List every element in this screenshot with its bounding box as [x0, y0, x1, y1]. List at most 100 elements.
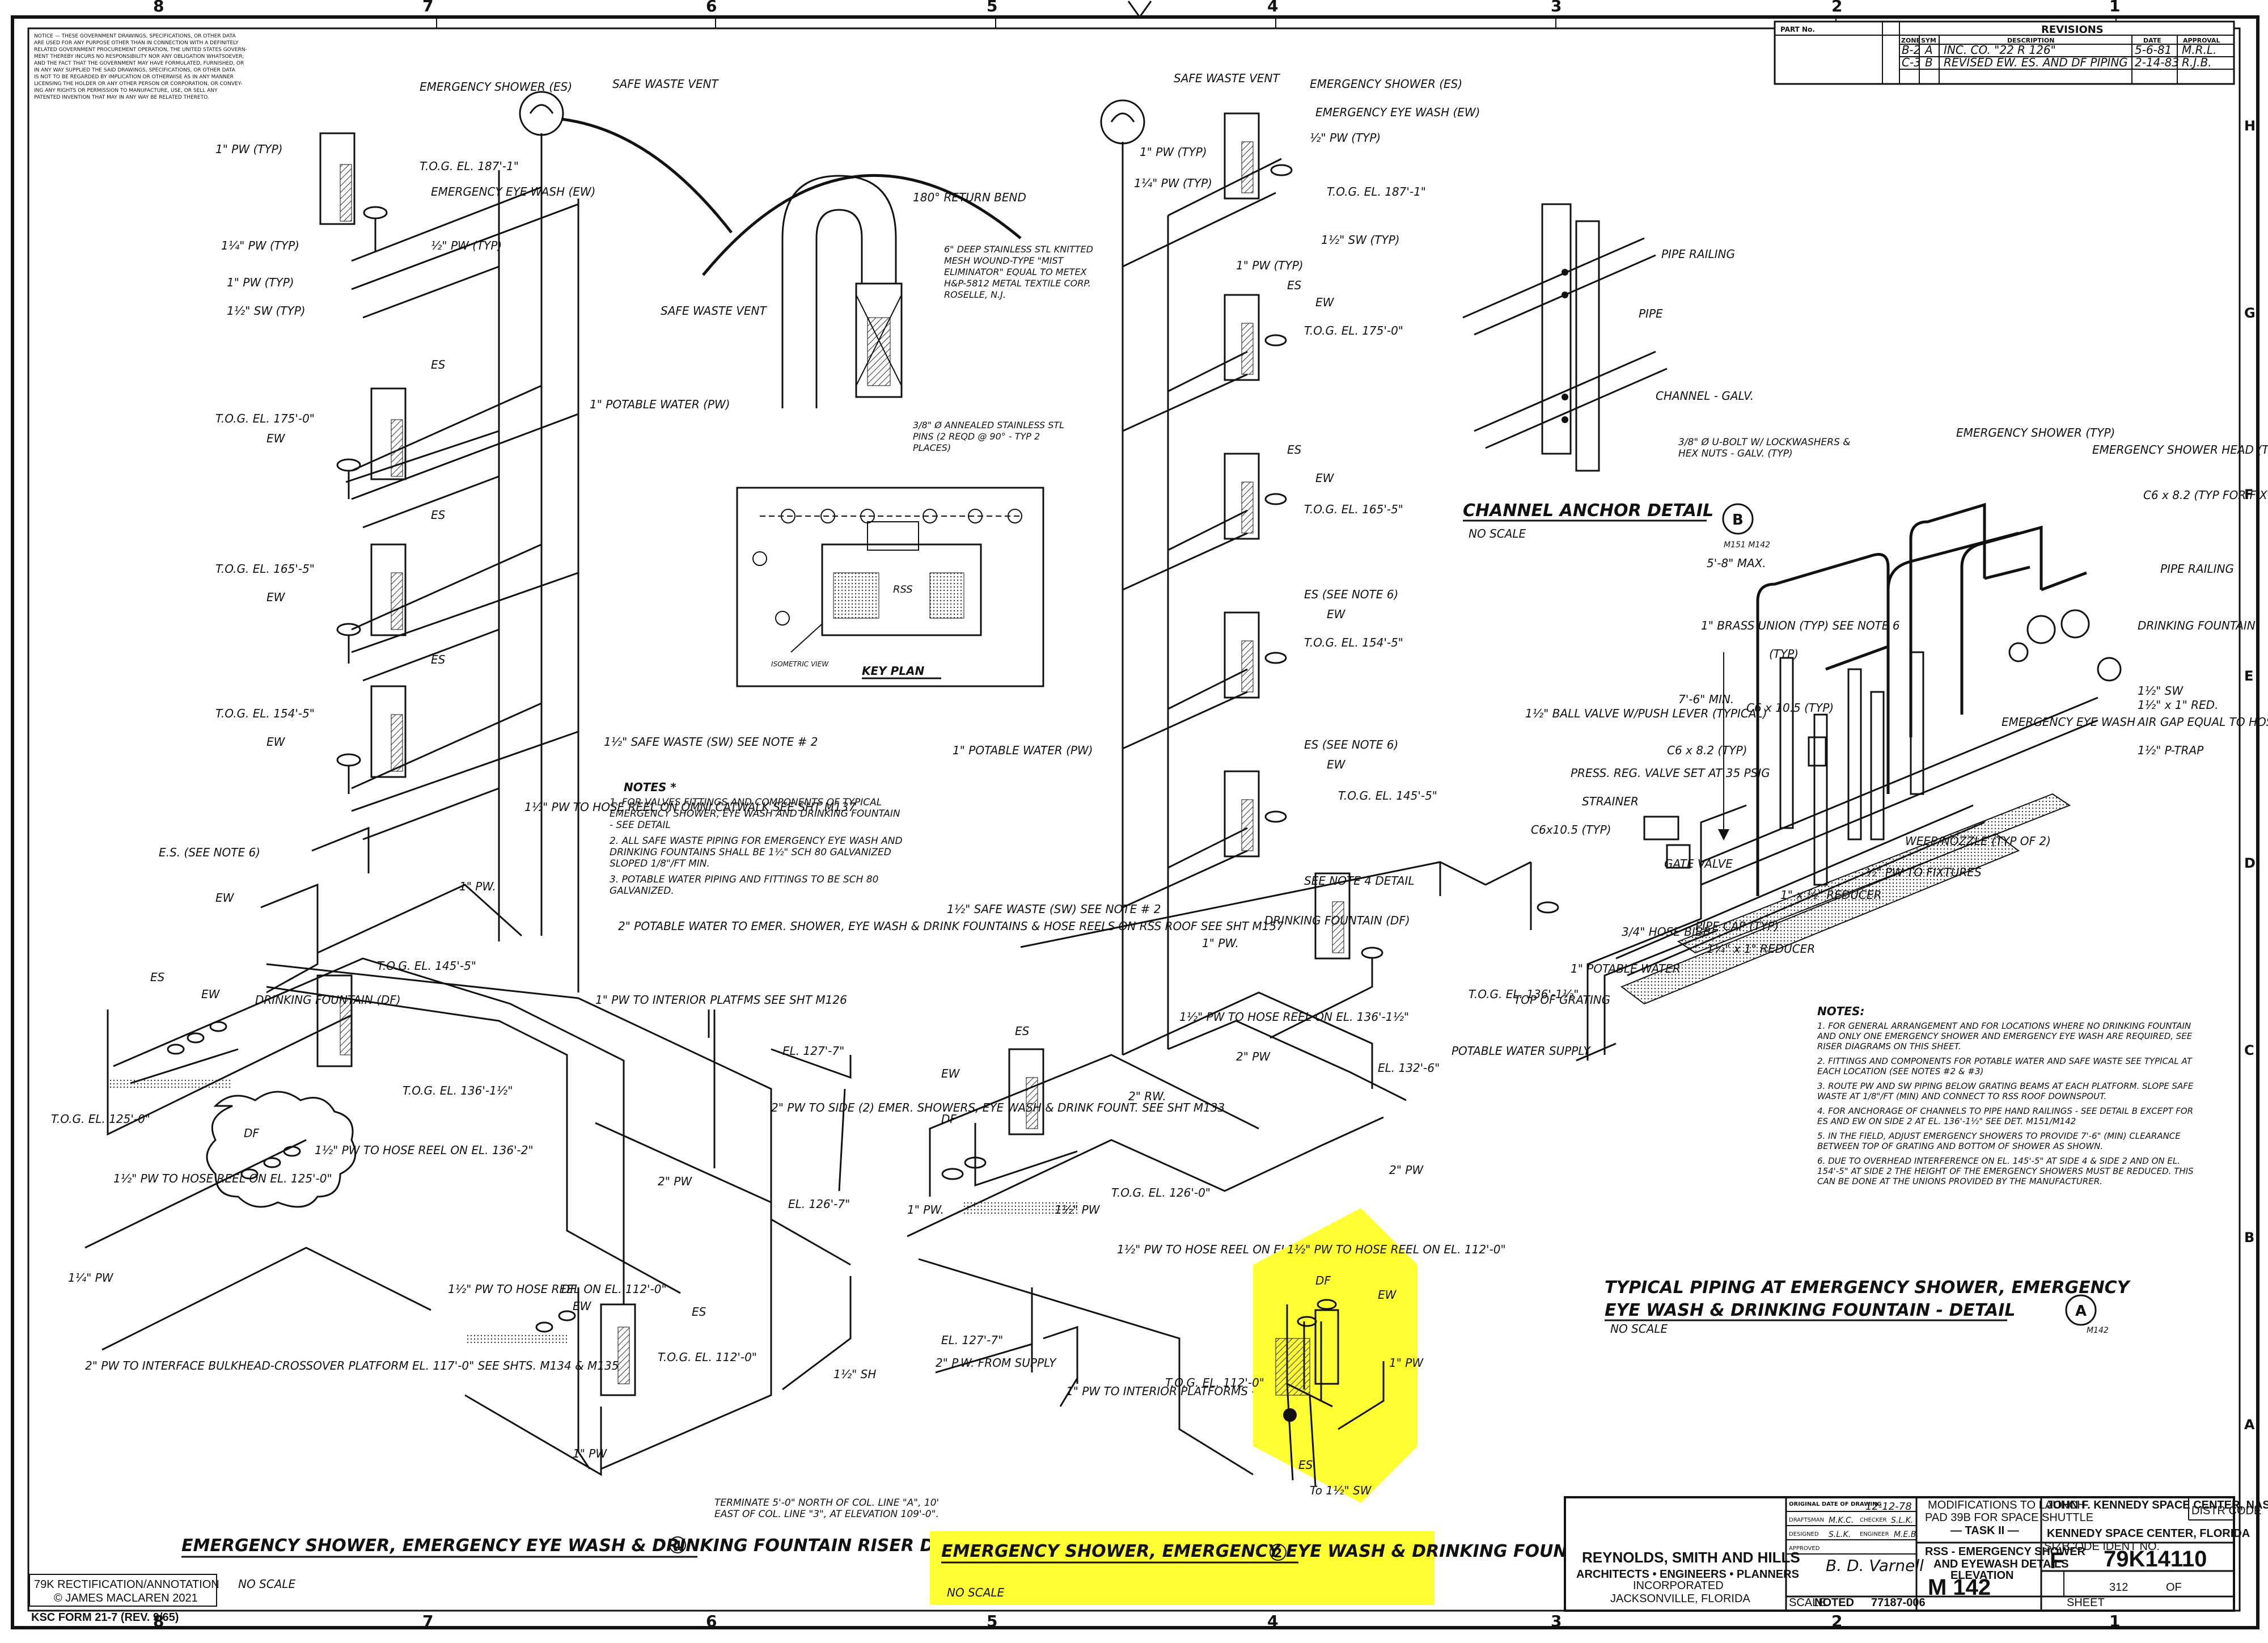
label-ptrap: 1½" P-TRAP: [2138, 744, 2204, 757]
label-sw-112: 1½" SW (TYP): [227, 304, 306, 318]
rev-row-desc: INC. CO. "22 R 126": [1944, 43, 2056, 57]
fixture-group: [319, 132, 388, 252]
label-tog-175: T.O.G. EL. 175'-0": [1304, 324, 1403, 337]
annotation-box: 79K RECTIFICATION/ANNOTATION © JAMES MAC…: [29, 1574, 219, 1607]
label-pw-half: ½" PW (TYP): [1310, 131, 1381, 145]
grid-bottom-4: 4: [1267, 1612, 1278, 1631]
grid-top: 8 7 6 5 4 3 2 1: [153, 0, 2120, 28]
label-tog-136: T.O.G. EL. 136'-1½": [1469, 987, 1579, 1001]
label-pw-114: 1¼" PW (TYP): [1134, 176, 1212, 190]
label-c6: C6 x 8.2 (TYP): [1667, 744, 1747, 757]
rev-row-date: 2-14-83: [2135, 56, 2179, 69]
label-tog-165: T.O.G. EL. 165'-5": [1304, 502, 1403, 516]
label-el-127: EL. 127'-7": [941, 1333, 1003, 1347]
tb-of-label: OF: [2166, 1581, 2182, 1594]
typical-title-1: TYPICAL PIPING AT EMERGENCY SHOWER, EMER…: [1605, 1278, 2131, 1298]
revisions-title: REVISIONS: [2041, 24, 2104, 36]
tb-original-date-label: ORIGINAL DATE OF DRAWING: [1789, 1501, 1882, 1507]
rev-header-zone: ZONE: [1901, 37, 1920, 44]
rev-row-sym: A: [1924, 43, 1933, 57]
label-tog-136: T.O.G. EL. 136'-1½": [403, 1084, 513, 1097]
label-reducer2: 1¼" x 1" REDUCER: [1707, 942, 1815, 956]
label-sw-112: 1½" SW (TYP): [1321, 233, 1400, 247]
tb-project-line1: MODIFICATIONS TO LAUNCH: [1928, 1499, 2085, 1511]
label-c6c: C6x10.5 (TYP): [1531, 823, 1611, 837]
tb-sheet-code: M 142: [1928, 1575, 1991, 1600]
label-df: DF: [244, 1126, 259, 1140]
label-weep: WEEP/NOZZLE (TYP OF 2): [1905, 834, 2051, 848]
grid-bottom: 8 7 6 5 4 3 2 1: [153, 1612, 2120, 1631]
label-pw-typ: 1" PW (TYP): [1140, 145, 1207, 159]
label-red: 1½" x 1" RED.: [2138, 698, 2218, 712]
form-number: KSC FORM 21-7 (REV. 9/65): [31, 1611, 179, 1624]
label-ubolt: 3/8" Ø U-BOLT W/ LOCKWASHERS & HEX NUTS …: [1678, 437, 1851, 459]
label-es: ES: [431, 358, 446, 371]
side4-title: EMERGENCY SHOWER, EMERGENCY EYE WASH & D…: [181, 1536, 1074, 1556]
label-pw-fixtures: ½" PW TO FIXTURES: [1865, 865, 1982, 879]
channel-scale: NO SCALE: [1469, 527, 1526, 540]
grid-top-6: 6: [706, 0, 717, 15]
label-es-typ: EMERGENCY SHOWER (TYP): [1956, 426, 2115, 440]
label-ball: 1½" BALL VALVE W/PUSH LEVER (TYPICAL): [1525, 707, 1767, 720]
typical-ref-sheet: M142: [2087, 1326, 2109, 1335]
label-ew: EW: [1315, 295, 1335, 309]
grid-bottom-3: 3: [1551, 1612, 1562, 1631]
label-el-127: EL. 127'-7": [782, 1044, 844, 1058]
label-ew: EW: [266, 590, 286, 604]
label-df: DF: [561, 1282, 577, 1296]
label-pw-typ2: 1" PW (TYP): [227, 276, 294, 289]
notice-line: IN ANY WAY SUPPLIED THE SAID DRAWINGS, S…: [34, 67, 236, 73]
label-ew: EW: [1315, 471, 1335, 485]
tb-project-line2: PAD 39B FOR SPACE SHUTTLE: [1925, 1511, 2093, 1524]
label-es: ES: [1287, 278, 1302, 292]
notes-right-heading: NOTES:: [1817, 1004, 1864, 1018]
label-hose-bibb: 3/4" HOSE BIBB: [1622, 925, 1711, 939]
tb-engineer-label: ENGINEER: [1860, 1531, 1889, 1538]
grid-top-2: 2: [1831, 0, 1842, 15]
grid-top-7: 7: [422, 0, 433, 15]
label-pipe-railing: PIPE RAILING: [1661, 247, 1735, 261]
revision-block: PART No. REVISIONS ZONE SYM DESCRIPTION …: [1774, 20, 2235, 85]
label-channel-galv: CHANNEL - GALV.: [1656, 389, 1754, 403]
note-item: 2. FITTINGS AND COMPONENTS FOR POTABLE W…: [1817, 1056, 2192, 1076]
label-ew: EW: [266, 432, 286, 445]
label-hl-pw: 1" PW: [1389, 1356, 1424, 1370]
key-plan: RSS ISOMETRIC VIEW KEY PLAN: [736, 487, 1044, 687]
notice-line: IS NOT TO BE REGARDED BY IMPLICATION OR …: [34, 74, 234, 80]
label-hl-tog: T.O.G. EL. 112'-0": [1165, 1376, 1264, 1389]
notes-heading: NOTES *: [624, 780, 676, 794]
note-item: 2. ALL SAFE WASTE PIPING FOR EMERGENCY E…: [610, 835, 903, 869]
label-return-bend: 180° RETURN BEND: [913, 191, 1026, 204]
label-pw-1b: 1" PW: [573, 1447, 607, 1460]
label-emergency-eye-wash: EMERGENCY EYE WASH (EW): [431, 185, 595, 198]
key-plan-view: ISOMETRIC VIEW: [771, 660, 829, 668]
grid-right-f: F: [2244, 487, 2253, 502]
label-es-top: EMERGENCY SHOWER (ES): [1310, 77, 1462, 91]
tb-size-label: SIZE: [2044, 1540, 2069, 1553]
label-ew: EW: [201, 987, 221, 1001]
notes-middle: NOTES * 1. FOR VALVES FITTINGS AND COMPO…: [610, 780, 903, 897]
grid-right-e: E: [2244, 668, 2253, 684]
tb-sheet-label: SHEET: [2067, 1596, 2105, 1609]
label-top-grating: TOP OF GRATING: [1514, 993, 1610, 1007]
part-no-label: PART No.: [1780, 26, 1815, 33]
label-pw-1: 1" PW.: [459, 880, 496, 893]
grid-top-4: 4: [1267, 0, 1278, 15]
grid-bottom-6: 6: [706, 1612, 717, 1631]
riser-diagram-side-4: EMERGENCY SHOWER (ES) 1" PW (TYP) T.O.G.…: [51, 77, 1284, 1591]
notice-line: LICENSING THE HOLDER OR ANY OTHER PERSON…: [34, 81, 242, 87]
notice-line: MENT THEREBY INCURS NO RESPONSIBILITY NO…: [34, 54, 244, 60]
tb-scale-label: SCALE: [1789, 1596, 1826, 1609]
label-ew-top: EMERGENCY EYE WASH (EW): [1315, 105, 1480, 119]
tb-drawing-no: 79K14110: [2104, 1547, 2207, 1572]
label-potable-water: 1" POTABLE WATER (PW): [590, 398, 730, 411]
label-hl-es: ES: [1298, 1458, 1313, 1472]
rev-row-approval: M.R.L.: [2182, 43, 2216, 57]
grid-top-1: 1: [2109, 0, 2120, 15]
note-item: 4. FOR ANCHORAGE OF CHANNELS TO PIPE HAN…: [1817, 1106, 2194, 1126]
label-air-gap: AIR GAP EQUAL TO HOSAN 1601-5-60: [2136, 715, 2268, 729]
key-plan-rss: RSS: [893, 584, 913, 595]
label-pw1: 1" PW.: [1202, 936, 1239, 950]
label-safe-waste-vent: SAFE WASTE VENT: [1174, 71, 1281, 85]
label-safe-waste-vent: SAFE WASTE VENT: [612, 77, 720, 91]
